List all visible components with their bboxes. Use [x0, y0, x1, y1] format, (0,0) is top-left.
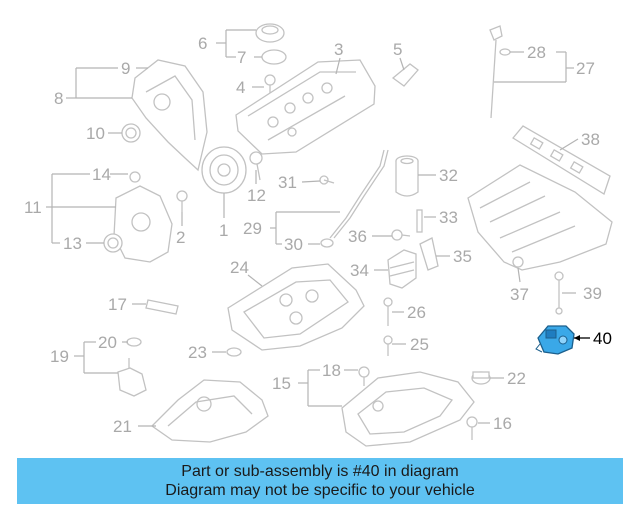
- callout-26: 26: [407, 303, 426, 322]
- callout-5: 5: [393, 40, 402, 59]
- callout-23: 23: [188, 343, 207, 362]
- oil-cooler: [387, 249, 417, 289]
- oil-filter: [395, 155, 419, 197]
- callout-8: 8: [54, 89, 63, 108]
- callout-22: 22: [507, 369, 526, 388]
- banner-line-disclaimer: Diagram may not be specific to your vehi…: [165, 482, 475, 499]
- part-40-highlighted: [535, 325, 575, 355]
- callout-33: 33: [439, 208, 458, 227]
- callout-21: 21: [113, 417, 132, 436]
- callout-12: 12: [247, 186, 266, 205]
- timing-cover-lower: [113, 185, 173, 263]
- callout-28: 28: [527, 43, 546, 62]
- dipstick: [489, 25, 503, 119]
- bolt-25: [383, 335, 393, 356]
- dipstick-tube: [329, 149, 385, 239]
- sensor-33: [416, 209, 423, 233]
- gasket-23: [226, 347, 242, 357]
- bolt-31: [319, 175, 335, 185]
- callout-numbers: 6 7 4 3 5 9 8 10 14 11 13 12 1 2 31 29 3…: [24, 34, 612, 436]
- bolt-36: [391, 229, 411, 241]
- callout-6: 6: [198, 34, 207, 53]
- bolt-26: [383, 297, 393, 326]
- callout-31: 31: [278, 173, 297, 192]
- callout-39: 39: [583, 284, 602, 303]
- callout-14: 14: [92, 165, 111, 184]
- callout-24: 24: [230, 258, 249, 277]
- breather-valve: [391, 63, 419, 87]
- seal-14: [129, 171, 141, 183]
- callout-38: 38: [581, 130, 600, 149]
- callout-18: 18: [322, 361, 341, 380]
- dipstick-seal: [499, 48, 511, 56]
- info-banner: Part or sub-assembly is #40 in diagram D…: [17, 458, 623, 504]
- callout-34: 34: [350, 261, 369, 280]
- oil-pan-upper: [227, 263, 365, 351]
- sensor-39: [554, 271, 564, 315]
- crankshaft-pulley: [201, 146, 247, 194]
- callout-37: 37: [510, 285, 529, 304]
- callout-17: 17: [108, 295, 127, 314]
- bolt-16: [466, 416, 478, 440]
- intake-manifold-gasket: [512, 125, 611, 195]
- callout-35: 35: [453, 247, 472, 266]
- callout-9: 9: [121, 59, 130, 78]
- callout-11: 11: [24, 198, 42, 217]
- callout-20: 20: [98, 333, 117, 352]
- cap-seal: [261, 49, 287, 65]
- oil-level-sensor: [117, 358, 147, 397]
- timing-cover-upper: [131, 59, 208, 172]
- intake-manifold: [467, 164, 613, 271]
- leader-lines: [46, 29, 590, 427]
- callout-32: 32: [439, 166, 458, 185]
- oil-pan-lower: [341, 371, 475, 447]
- callout-10: 10: [86, 124, 105, 143]
- sensor-17: [145, 299, 179, 315]
- parts-diagram: 6 7 4 3 5 9 8 10 14 11 13 12 1 2 31 29 3…: [24, 23, 613, 447]
- callout-15: 15: [272, 374, 291, 393]
- callout-25: 25: [410, 335, 429, 354]
- seal-ring-13: [103, 233, 123, 253]
- callout-36: 36: [348, 227, 367, 246]
- callout-27: 27: [576, 59, 595, 78]
- callout-2: 2: [176, 228, 185, 247]
- callout-30: 30: [284, 235, 303, 254]
- cylinder-head-cover: [235, 59, 376, 155]
- callout-40: 40: [593, 329, 612, 348]
- drain-bolt-18: [358, 366, 370, 386]
- callout-1: 1: [219, 221, 228, 240]
- callout-19: 19: [50, 347, 69, 366]
- plug-22: [471, 371, 491, 385]
- lower-cover-21: [150, 379, 269, 443]
- banner-line-part: Part or sub-assembly is #40 in diagram: [181, 463, 459, 480]
- bolt-2: [176, 190, 188, 212]
- bracket-35: [419, 237, 439, 271]
- callout-13: 13: [63, 234, 82, 253]
- callout-16: 16: [493, 414, 512, 433]
- callout-4: 4: [236, 78, 245, 97]
- tube-seal-30: [320, 238, 334, 248]
- seal-ring-10: [121, 123, 141, 143]
- callout-3: 3: [334, 40, 343, 59]
- oil-filler-cap: [255, 23, 285, 43]
- callout-29: 29: [243, 219, 262, 238]
- seal-20: [126, 337, 142, 347]
- callout-7: 7: [237, 48, 246, 67]
- pulley-bolt: [249, 151, 263, 181]
